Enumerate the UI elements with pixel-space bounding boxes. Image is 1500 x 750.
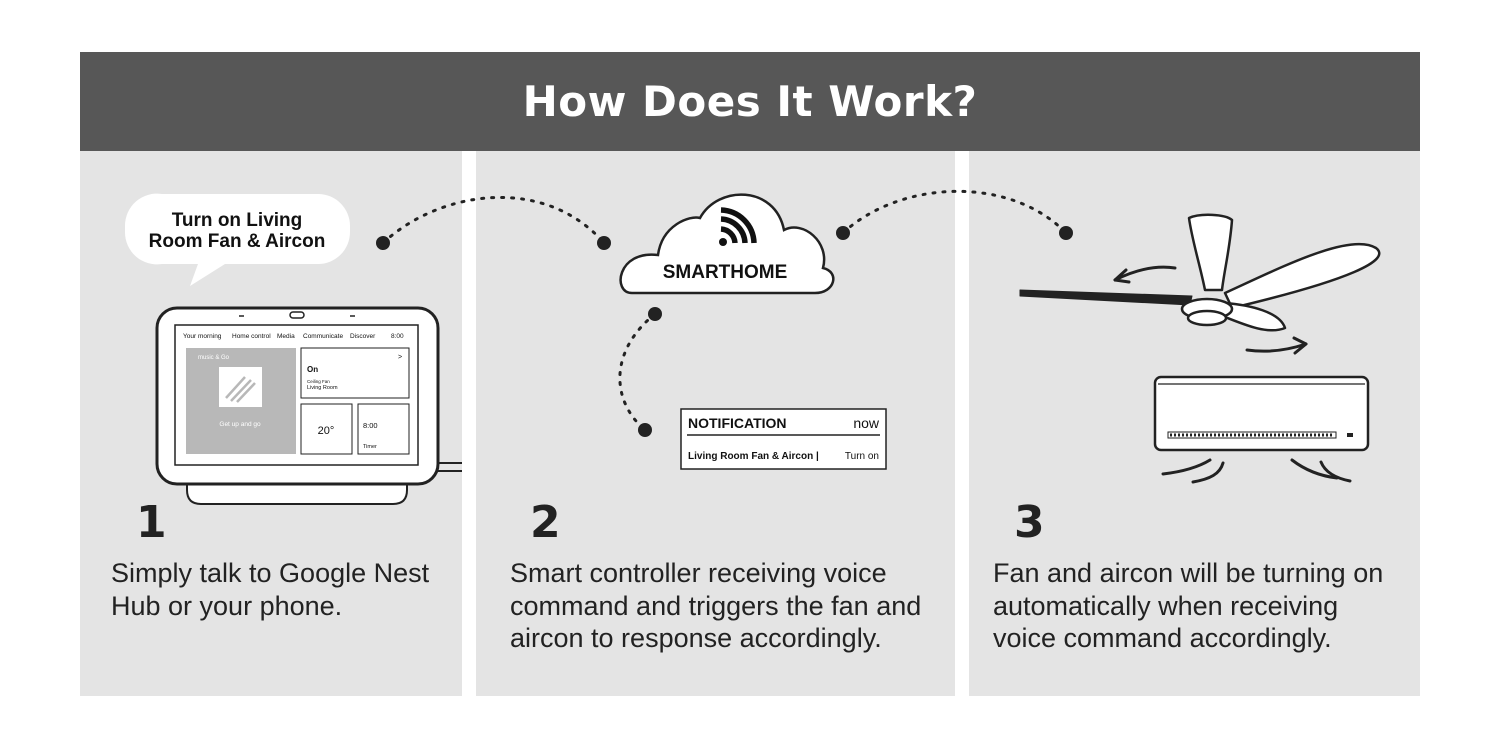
connector-dots [376, 226, 1073, 437]
arrow-left-head [1113, 268, 1131, 284]
nest-music-label: music & Go [198, 355, 230, 361]
connector-cloud-to-notification [618, 312, 657, 432]
connector-dot [836, 226, 850, 240]
connector-cloud-to-devices [841, 189, 1068, 235]
cloud-label: SMARTHOME [663, 262, 788, 283]
nest-timer-time: 8:00 [363, 421, 378, 430]
nest-device-card[interactable] [300, 347, 410, 399]
connector-dot [638, 423, 652, 437]
step-3-number: 3 [1014, 497, 1045, 548]
music-art-icon [225, 376, 256, 403]
nest-tab-your-morning[interactable]: Your morning [183, 333, 222, 340]
nest-device-room: Living Room [307, 385, 338, 391]
step-2-line: Smart controller receiving voice [510, 558, 887, 588]
page-title: How Does It Work? [522, 77, 978, 126]
nest-timer-card[interactable] [357, 403, 410, 455]
notification-card[interactable]: NOTIFICATION now Living Room Fan & Airco… [680, 408, 887, 470]
nest-hub-base [186, 483, 408, 505]
nest-hub-camera [289, 311, 305, 319]
fan-blade-front [1218, 301, 1287, 332]
aircon-indicator [1347, 433, 1353, 437]
step-3-description: Fan and aircon will be turning on automa… [993, 557, 1413, 655]
airflow-icon [1161, 458, 1352, 484]
nest-tab-communicate[interactable]: Communicate [303, 333, 343, 340]
notification-message: Living Room Fan & Aircon | [688, 451, 819, 462]
step-1-line: Hub or your phone. [111, 590, 343, 621]
header-banner: How Does It Work? [80, 52, 1420, 151]
nest-hub-device: Your morning Home control Media Communic… [155, 306, 462, 505]
nest-tab-home-control[interactable]: Home control [232, 333, 271, 340]
speech-bubble: Turn on Living Room Fan & Aircon [124, 193, 350, 286]
nest-music-art [219, 367, 262, 407]
nest-device-name: Ceiling Fan [307, 379, 330, 384]
wifi-signal-icon [719, 207, 757, 246]
notification-title: NOTIFICATION [688, 415, 787, 431]
step-2-line: aircon to response accordingly. [510, 623, 882, 653]
connector-dot [376, 236, 390, 250]
fan-downrod [1187, 213, 1234, 292]
aircon-body [1153, 375, 1370, 452]
nest-music-caption: Get up and go [219, 421, 261, 428]
connector-dot [1059, 226, 1073, 240]
step-2-description: Smart controller receiving voice command… [510, 557, 950, 655]
step-2-number: 2 [530, 497, 561, 548]
rotation-arrow-icons [1113, 265, 1308, 355]
connector-dot [597, 236, 611, 250]
speech-bubble-shape [124, 193, 350, 286]
dotted-connectors [381, 189, 1068, 432]
cloud-icon [619, 193, 835, 295]
fan-motor-cap [1186, 309, 1228, 327]
ceiling-fan-icon [1019, 213, 1381, 332]
notification-time: now [853, 415, 880, 431]
nest-tab-discover[interactable]: Discover [350, 333, 376, 340]
fan-blade-left [1019, 289, 1193, 306]
speech-bubble-line-2: Room Fan & Aircon [149, 231, 326, 252]
nest-timer-label: Timer [363, 444, 377, 450]
step-2-line: command and triggers the fan and [510, 590, 922, 621]
nest-clock: 8:00 [391, 333, 404, 340]
notification-action-turn-on[interactable]: Turn on [845, 451, 879, 462]
arrow-left-icon [1113, 265, 1177, 282]
step-1-description: Simply talk to Google Nest Hub or your p… [111, 557, 456, 622]
step-3-line: Fan and aircon will be turning on [993, 558, 1384, 588]
connector-hub-to-cloud [381, 195, 606, 245]
connector-dot [648, 307, 662, 321]
step-3-line: voice command accordingly. [993, 623, 1332, 653]
speech-bubble-line-1: Turn on Living [172, 210, 303, 231]
step-3-line: automatically when receiving [993, 590, 1339, 621]
arrow-right-icon [1245, 342, 1308, 353]
chevron-right-icon[interactable]: > [398, 354, 402, 361]
smarthome-cloud: SMARTHOME [619, 193, 835, 295]
step-1-line: Simply talk to Google Nest [111, 558, 430, 588]
arrow-right-head [1292, 336, 1308, 355]
notification-frame [680, 408, 887, 470]
step-1-number: 1 [136, 497, 167, 548]
nest-temperature-card[interactable] [300, 403, 353, 455]
nest-temperature: 20° [318, 425, 335, 437]
fan-blade-right [1223, 242, 1381, 310]
air-conditioner-icon [1153, 375, 1370, 484]
nest-device-state: On [307, 365, 318, 374]
nest-hub-tabs: Your morning Home control Media Communic… [183, 333, 404, 340]
nest-tab-media[interactable]: Media [277, 333, 295, 340]
